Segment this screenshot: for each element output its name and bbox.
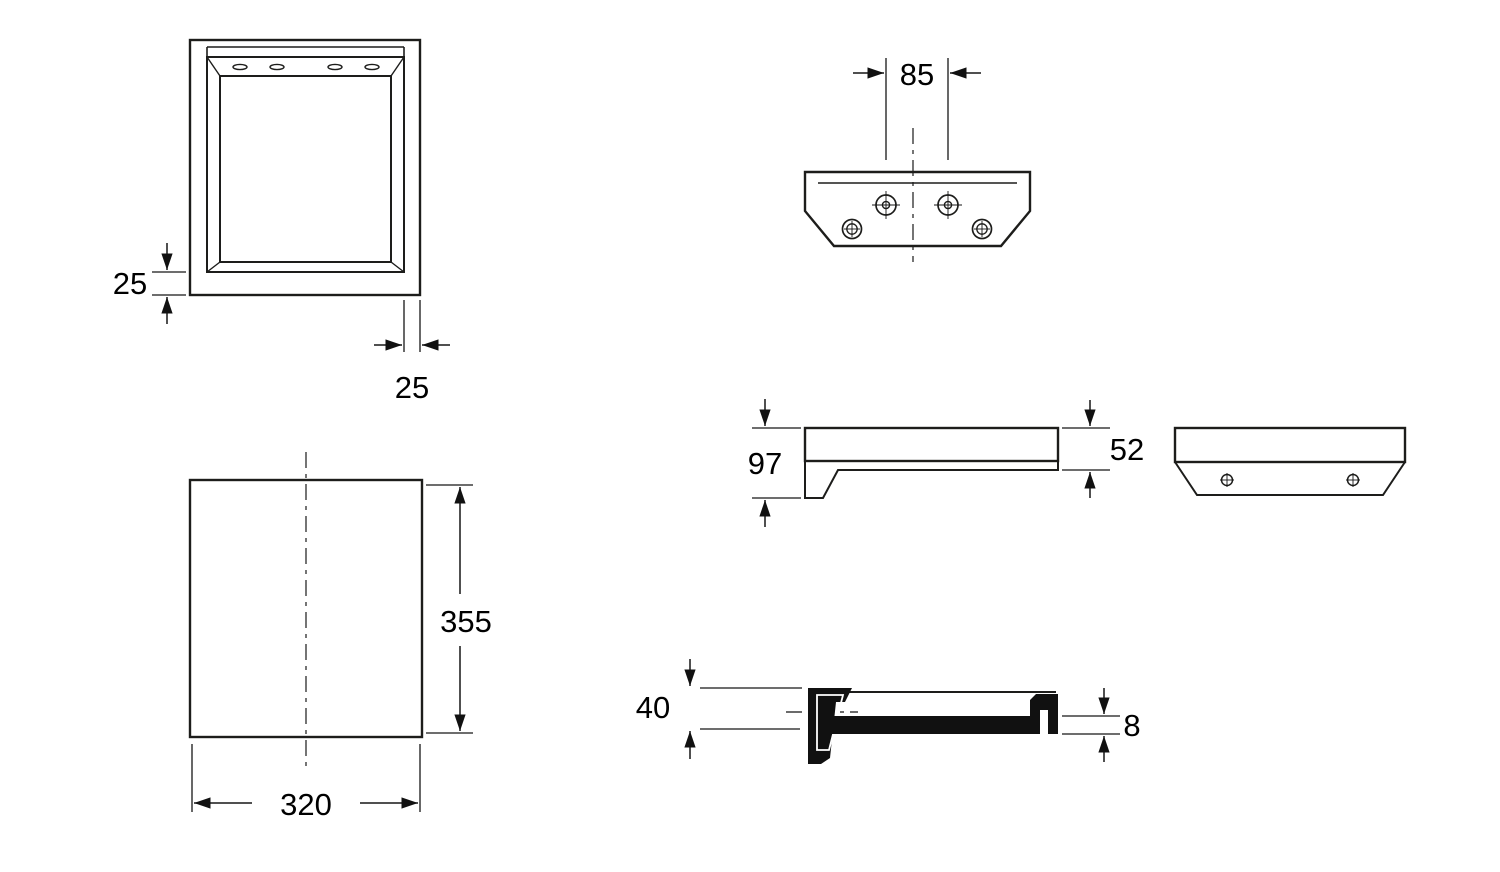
front-frame-inner bbox=[219, 75, 392, 263]
side-profile-view: 97 52 bbox=[748, 399, 1144, 527]
section-rear-hook bbox=[1030, 694, 1058, 734]
dim-front-height: 52 bbox=[1062, 400, 1144, 498]
plan-view: 355 320 bbox=[188, 452, 492, 822]
front-view: 25 25 bbox=[113, 38, 450, 405]
front-miter-tr bbox=[390, 56, 405, 77]
dim-section-rear-lip: 8 bbox=[1062, 688, 1141, 762]
front-outer-outline bbox=[188, 38, 422, 297]
dim-total-height: 97 bbox=[748, 399, 801, 527]
mounting-bracket-view: 85 bbox=[803, 57, 1032, 262]
fixing-screw-right bbox=[971, 218, 993, 240]
dim-label-320: 320 bbox=[280, 787, 332, 822]
dim-plan-depth: 355 bbox=[426, 484, 492, 734]
side-body-outline bbox=[803, 426, 1060, 463]
underside-screw-left bbox=[1220, 473, 1234, 487]
underside-taper-outline bbox=[1174, 461, 1406, 496]
section-front-rail-cavity bbox=[816, 694, 845, 751]
dim-label-97: 97 bbox=[748, 446, 782, 481]
vent-slot-1 bbox=[232, 63, 248, 71]
vent-slot-3 bbox=[327, 63, 343, 71]
underside-body-outline bbox=[1173, 426, 1407, 464]
dim-label-25-bottom: 25 bbox=[395, 370, 429, 405]
front-miter-tl bbox=[206, 56, 221, 77]
dim-section-front-rail: 40 bbox=[636, 659, 802, 759]
side-underside-outline bbox=[804, 461, 1059, 499]
dim-label-52: 52 bbox=[1110, 432, 1144, 467]
front-miter-br bbox=[390, 261, 405, 273]
dim-label-85: 85 bbox=[900, 57, 934, 92]
front-frame-outer bbox=[206, 56, 405, 273]
fixing-screw-left bbox=[841, 218, 863, 240]
dim-plan-width: 320 bbox=[191, 744, 421, 822]
dim-label-8: 8 bbox=[1123, 708, 1140, 743]
cross-section-view: 40 8 bbox=[636, 659, 1141, 764]
bracket-outline bbox=[803, 170, 1032, 248]
vent-slot-2 bbox=[269, 63, 285, 71]
dim-label-355: 355 bbox=[440, 604, 492, 639]
dim-label-40: 40 bbox=[636, 690, 670, 725]
underside-view bbox=[1173, 426, 1407, 496]
front-miter-bl bbox=[206, 261, 221, 273]
section-shelf-panel bbox=[830, 716, 1030, 734]
underside-screw-right bbox=[1346, 473, 1360, 487]
dim-label-25-left: 25 bbox=[113, 266, 147, 301]
mounting-hole-left bbox=[872, 191, 900, 219]
dim-hole-spacing: 85 bbox=[853, 57, 981, 160]
dim-front-bottom-rail: 25 bbox=[113, 243, 186, 324]
vent-slot-4 bbox=[364, 63, 380, 71]
plan-outline bbox=[188, 478, 424, 739]
dim-front-side-rail: 25 bbox=[374, 300, 450, 405]
mounting-hole-right bbox=[934, 191, 962, 219]
